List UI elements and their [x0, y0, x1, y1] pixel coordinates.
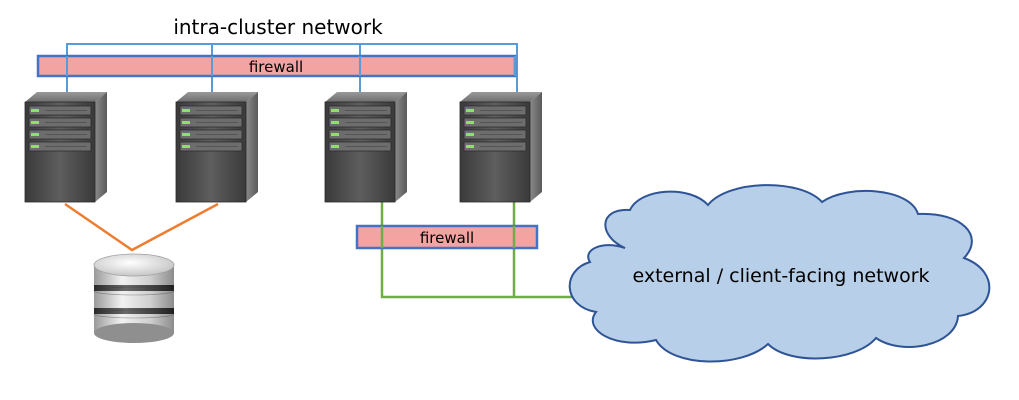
- firewall-bottom-label: firewall: [420, 229, 474, 247]
- intra-cluster-title: intra-cluster network: [173, 15, 383, 39]
- external-links: [380, 202, 600, 299]
- database-icon: [93, 253, 175, 343]
- firewall-top-label: firewall: [249, 58, 303, 76]
- cloud-icon: [568, 184, 991, 363]
- server-icon: [175, 91, 259, 203]
- firewall-bottom-bar: [355, 224, 539, 250]
- database-links: [64, 202, 219, 252]
- server-icon: [324, 91, 408, 203]
- server-icon: [459, 91, 543, 203]
- external-network-label: external / client-facing network: [632, 265, 929, 287]
- server-icon: [24, 91, 108, 203]
